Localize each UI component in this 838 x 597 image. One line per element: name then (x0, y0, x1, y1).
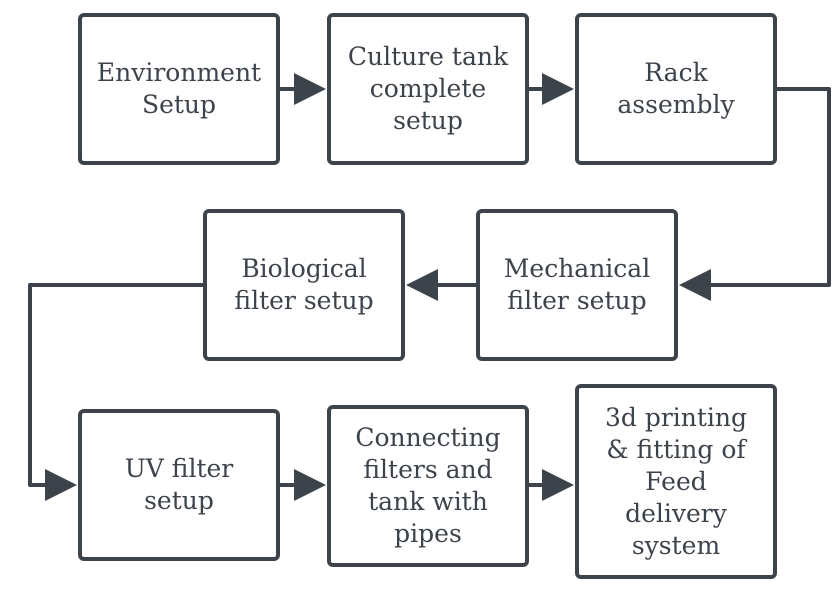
arrow-biological-to-uv-filter (28, 283, 203, 501)
node-culture-tank-setup: Culture tank complete setup (327, 13, 529, 165)
node-feed-delivery-system: 3d printing & fitting of Feed delivery s… (575, 384, 777, 579)
node-biological-filter-setup: Biological filter setup (203, 209, 405, 361)
node-label: Rack assembly (617, 58, 735, 119)
node-label: Culture tank complete setup (347, 42, 509, 135)
node-rack-assembly: Rack assembly (575, 13, 777, 165)
node-label: 3d printing & fitting of Feed delivery s… (604, 402, 748, 560)
node-environment-setup: Environment Setup (78, 13, 280, 165)
node-uv-filter-setup: UV filter setup (78, 409, 280, 561)
node-label: Environment Setup (96, 58, 262, 119)
arrow-rack-assembly-to-mechanical-filter (679, 87, 831, 301)
node-connecting-filters-and-tank: Connecting filters and tank with pipes (327, 405, 529, 567)
node-label: Biological filter setup (234, 254, 374, 315)
node-mechanical-filter-setup: Mechanical filter setup (476, 209, 678, 361)
node-label: UV filter setup (124, 454, 234, 515)
node-label: Connecting filters and tank with pipes (355, 423, 501, 548)
node-label: Mechanical filter setup (503, 254, 651, 315)
